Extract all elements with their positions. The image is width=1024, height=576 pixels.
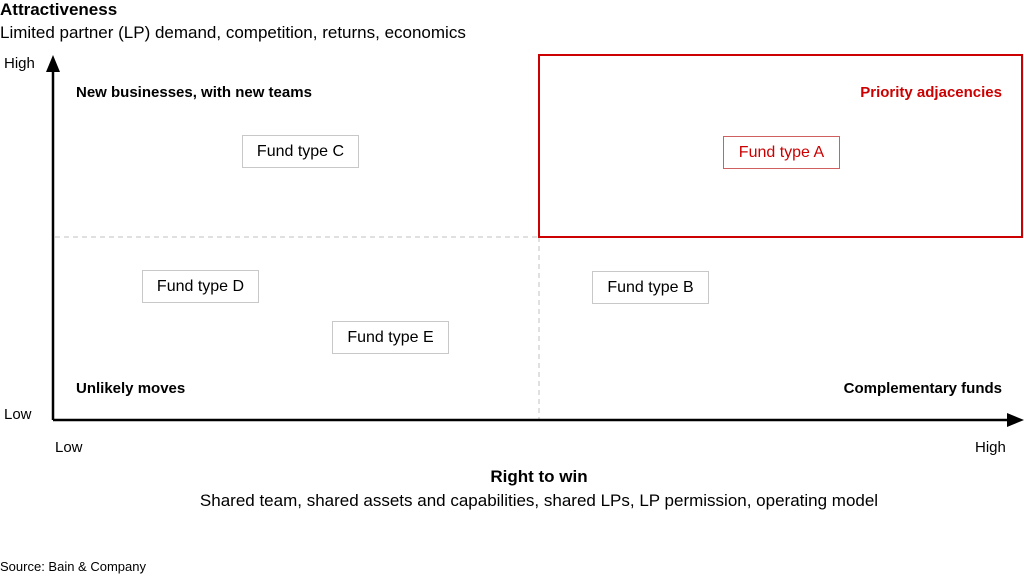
- source-note: Source: Bain & Company: [0, 559, 146, 574]
- fund-type-c-label: Fund type C: [256, 142, 345, 160]
- y-axis-high-label: High: [4, 55, 35, 72]
- quadrant-label-top-left: New businesses, with new teams: [76, 84, 312, 101]
- priority-box: [538, 54, 1023, 238]
- fund-type-b-label: Fund type B: [607, 278, 694, 296]
- y-axis-arrow-icon: [46, 55, 60, 72]
- x-axis-subtitle: Shared team, shared assets and capabilit…: [199, 491, 879, 510]
- quadrant-label-bottom-right: Complementary funds: [843, 380, 1002, 397]
- fund-type-b-box: Fund type B: [592, 271, 709, 304]
- fund-type-e-box: Fund type E: [332, 321, 449, 354]
- fund-type-a-label: Fund type A: [738, 143, 825, 161]
- quadrant-label-bottom-left: Unlikely moves: [76, 380, 186, 397]
- fund-type-d-label: Fund type D: [156, 277, 245, 295]
- y-axis-title: Attractiveness: [0, 0, 118, 19]
- x-axis-arrow-icon: [1007, 413, 1024, 427]
- fund-type-c-box: Fund type C: [242, 135, 359, 168]
- fund-type-e-label: Fund type E: [347, 328, 434, 346]
- x-axis-title: Right to win: [490, 467, 588, 486]
- y-axis-subtitle: Limited partner (LP) demand, competition…: [0, 23, 466, 42]
- quadrant-label-top-right: Priority adjacencies: [860, 84, 1002, 101]
- fund-type-a-box: Fund type A: [723, 136, 840, 169]
- y-axis-low-label: Low: [4, 406, 32, 423]
- fund-type-d-box: Fund type D: [142, 270, 259, 303]
- x-axis-high-label: High: [975, 439, 1006, 456]
- x-axis-low-label: Low: [55, 439, 83, 456]
